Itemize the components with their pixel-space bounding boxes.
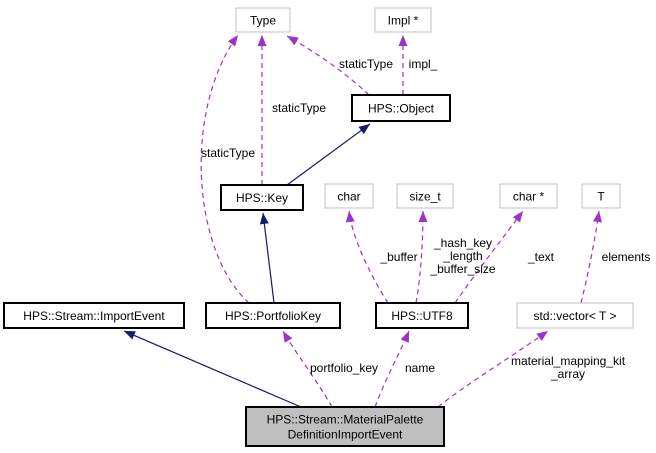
node-label-hps-object: HPS::Object [368, 102, 435, 116]
edge-label-material-mapping-kit-array-line1: material_mapping_kit [511, 354, 626, 368]
edge-event-materialmapping-vector-usage-arrow [437, 330, 549, 408]
node-label-hps-utf8: HPS::UTF8 [391, 309, 453, 323]
node-label-hps-stream-importevent: HPS::Stream::ImportEvent [23, 309, 165, 323]
edge-event-portfoliokey-usage-arrow [282, 330, 333, 408]
node-type: Type [235, 7, 291, 33]
node-t: T [581, 183, 621, 209]
edge-object-statictype-type-usage-arrow [286, 35, 370, 96]
node-impl-ptr: Impl * [374, 7, 432, 33]
edge-label-material-mapping-kit-array-line2: _array [550, 367, 585, 381]
edge-label-text: _text [527, 250, 555, 264]
edge-utf8-buffer-char-usage-arrow [345, 210, 389, 304]
node-material-palette-definition-import-event: HPS::Stream::MaterialPaletteDefinitionIm… [245, 406, 445, 447]
node-label-std-vector-t: std::vector< T > [534, 309, 617, 323]
edge-label-impl: impl_ [409, 57, 438, 71]
edge-event-name-utf8-usage-arrow [374, 330, 410, 408]
edge-utf8-text-charptr-usage-arrow [454, 210, 524, 304]
node-label-char-ptr: char * [513, 190, 545, 204]
node-label-hps-key: HPS::Key [236, 191, 288, 205]
edge-label-elements: elements [602, 250, 651, 264]
node-hps-object[interactable]: HPS::Object [351, 94, 451, 122]
node-hps-stream-importevent[interactable]: HPS::Stream::ImportEvent [3, 302, 185, 329]
node-label-hps-portfoliokey: HPS::PortfolioKey [225, 309, 321, 323]
node-label-size-t: size_t [409, 190, 441, 204]
edge-label-buffer: _buffer [379, 250, 417, 264]
node-label-type: Type [250, 14, 276, 28]
node-char-ptr: char * [499, 183, 558, 209]
edge-vector-elements-t-usage-arrow [580, 210, 602, 304]
node-size-t: size_t [396, 183, 454, 209]
edge-label-statictype-middle: staticType [272, 101, 326, 115]
edge-event-inherits-importevent-inheritance-arrow [123, 330, 302, 408]
node-label-t: T [597, 190, 605, 204]
edge-label-statictype-right: staticType [339, 57, 393, 71]
edge-label-hash-key-length-buffer-size-line2: _length [442, 249, 482, 263]
edge-label-name: name [405, 361, 435, 375]
node-std-vector-t: std::vector< T > [516, 302, 634, 329]
edge-label-hash-key-length-buffer-size-line3: _buffer_size [429, 262, 495, 276]
node-label-material-palette-definition-import-event-line2: DefinitionImportEvent [288, 428, 403, 442]
edge-key-inherits-object-inheritance-arrow [286, 123, 371, 186]
node-label-impl-ptr: Impl * [388, 14, 419, 28]
node-char: char [324, 183, 374, 209]
node-hps-portfoliokey[interactable]: HPS::PortfolioKey [205, 302, 341, 329]
edge-utf8-hashkey-sizet-usage-arrow [415, 210, 428, 304]
edge-portfoliokey-inherits-key-inheritance-arrow [259, 212, 275, 304]
edge-label-statictype-left: staticType [201, 146, 255, 160]
node-hps-utf8[interactable]: HPS::UTF8 [375, 302, 469, 329]
edge-label-hash-key-length-buffer-size-line1: _hash_key [433, 236, 492, 250]
node-label-material-palette-definition-import-event-line1: HPS::Stream::MaterialPalette [267, 413, 424, 427]
edge-label-portfolio-key: portfolio_key [310, 361, 378, 375]
edge-portfoliokey-statictype-type-usage-arrow [200, 34, 250, 304]
node-label-char: char [337, 190, 360, 204]
node-hps-key[interactable]: HPS::Key [220, 184, 304, 211]
